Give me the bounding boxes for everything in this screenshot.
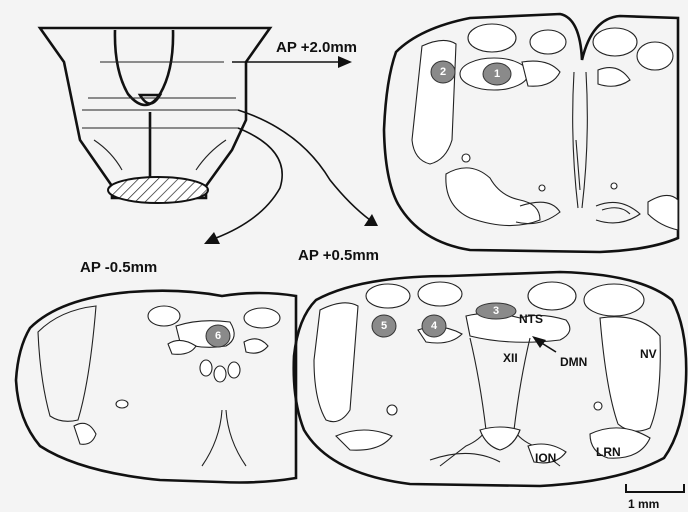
section-level-arrows — [204, 56, 378, 244]
section-ap-plus-05: 5 4 3 NTS DMN XII NV ION LRN — [294, 272, 687, 486]
site-label-2: 2 — [440, 66, 446, 78]
brainstem-dorsal-schematic — [40, 28, 270, 203]
site-label-3: 3 — [493, 305, 499, 317]
label-lrn: LRN — [596, 445, 621, 459]
site-label-5: 5 — [381, 320, 387, 332]
site-label-4: 4 — [431, 320, 438, 332]
label-dmn: DMN — [560, 355, 587, 369]
label-xii: XII — [503, 351, 518, 365]
section-ap-minus-05: 6 — [16, 291, 296, 483]
label-ap-plus-2: AP +2.0mm — [276, 39, 357, 56]
label-ion: ION — [535, 451, 556, 465]
label-nv: NV — [640, 347, 657, 361]
scale-bar: 1 mm — [626, 484, 684, 511]
label-ap-plus-05: AP +0.5mm — [298, 247, 379, 264]
scale-bar-label: 1 mm — [628, 497, 659, 511]
site-label-6: 6 — [215, 330, 221, 342]
label-ap-minus-05: AP -0.5mm — [80, 259, 157, 276]
hatched-obex-region — [108, 177, 208, 203]
site-label-1: 1 — [494, 68, 500, 80]
section-ap-plus-2: 2 1 — [384, 14, 678, 252]
label-nts: NTS — [519, 312, 543, 326]
